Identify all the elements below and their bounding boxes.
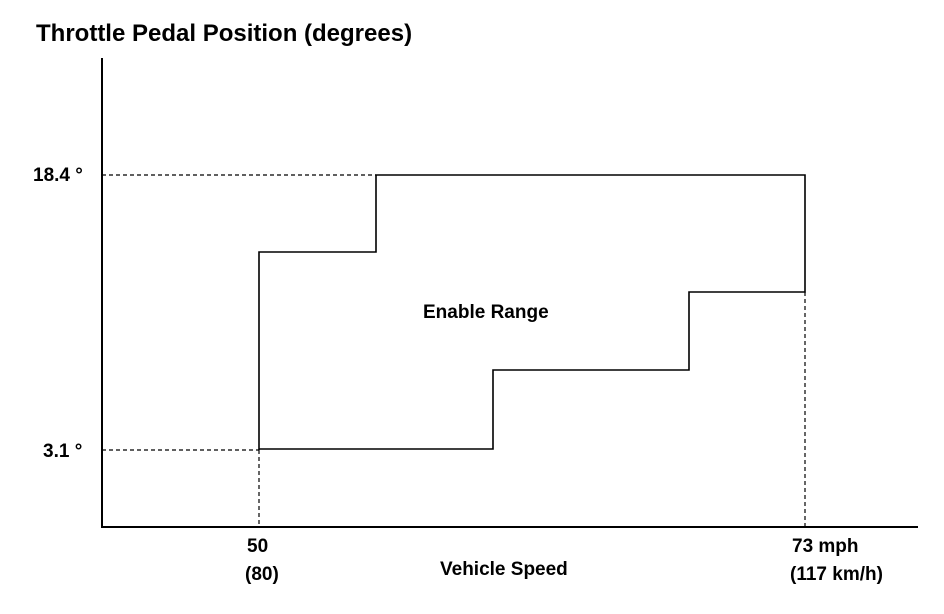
x-axis-label: Vehicle Speed <box>440 559 568 580</box>
enable-range-boundary <box>258 174 806 450</box>
diagram-title: Throttle Pedal Position (degrees) <box>36 20 412 47</box>
x-tick-73-line2: (117 km/h) <box>790 564 883 585</box>
x-tick-50-line1: 50 <box>247 536 268 557</box>
x-tick-50-line2: (80) <box>245 564 279 585</box>
x-tick-73-line1: 73 mph <box>792 536 859 557</box>
y-tick-18-4: 18.4 ° <box>33 165 83 186</box>
y-tick-3-1: 3.1 ° <box>43 441 82 462</box>
enable-range-label: Enable Range <box>423 302 549 323</box>
